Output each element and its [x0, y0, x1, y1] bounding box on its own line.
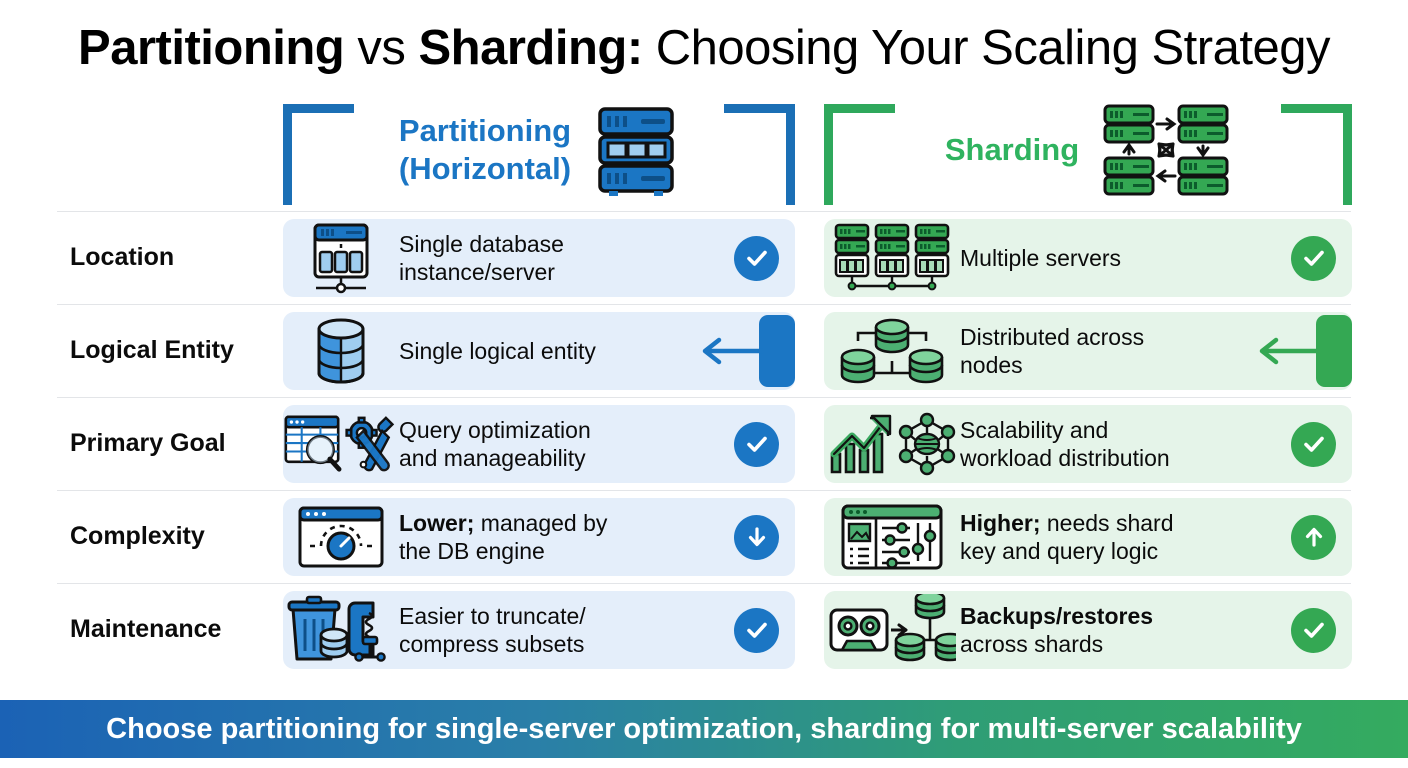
- status-badge-check: [734, 421, 779, 467]
- trash-compress-icon: [283, 595, 399, 665]
- arrow-block-partitioning: [699, 312, 795, 390]
- row-label-complexity: Complexity: [70, 522, 205, 550]
- status-badge-check: [1291, 607, 1336, 653]
- title-part-vs: vs: [344, 21, 419, 75]
- title-part-tail: Choosing Your Scaling Strategy: [642, 21, 1331, 75]
- title-part-partitioning: Partitioning: [78, 21, 345, 75]
- multiple-servers-icon: [824, 221, 960, 295]
- row-divider: [57, 490, 1351, 491]
- status-badge-arrow-up: [1291, 514, 1336, 560]
- column-header-partitioning-label: Partitioning (Horizontal): [398, 113, 572, 186]
- page-title: Partitioning vs Sharding: Choosing Your …: [0, 18, 1408, 78]
- cell-text-emphasis: Backups/restores: [960, 603, 1154, 629]
- cell-sharding-complexity[interactable]: Higher; needs shard key and query logic: [824, 498, 1352, 576]
- status-badge-arrow-down: [734, 514, 779, 560]
- title-part-sharding: Sharding:: [418, 21, 643, 75]
- table-row: Location Single database instance/server: [0, 211, 1408, 304]
- backup-tape-icon: [824, 594, 960, 666]
- cell-partitioning-primary-goal[interactable]: Query optimization and manageability: [283, 405, 795, 483]
- growth-network-icon: [824, 410, 960, 478]
- cell-text: Distributed across nodes: [960, 324, 1145, 378]
- cell-partitioning-maintenance[interactable]: Easier to truncate/ compress subsets: [283, 591, 795, 669]
- row-divider: [57, 211, 1351, 212]
- row-divider: [57, 304, 1351, 305]
- table-row: Primary Goal: [0, 397, 1408, 490]
- bracket-right-icon: [1281, 104, 1352, 205]
- arrow-left-icon: [1259, 337, 1320, 365]
- accent-block: [759, 315, 795, 387]
- cell-text: Single database instance/server: [399, 231, 564, 285]
- dashboard-dial-icon: [283, 505, 399, 569]
- bracket-left-icon: [283, 104, 354, 205]
- cell-text: Scalability and workload distribution: [960, 417, 1170, 471]
- distributed-databases-icon: [824, 313, 960, 389]
- cell-text: Single logical entity: [399, 338, 596, 364]
- arrow-left-icon: [702, 337, 763, 365]
- cell-text: Multiple servers: [960, 245, 1122, 271]
- cell-partitioning-complexity[interactable]: Lower; managed by the DB engine: [283, 498, 795, 576]
- bracket-left-icon: [824, 104, 895, 205]
- accent-block: [1316, 315, 1352, 387]
- cell-text-emphasis: Lower;: [399, 510, 475, 536]
- footer-text: Choose partitioning for single-server op…: [106, 712, 1302, 745]
- status-badge-check: [1291, 235, 1336, 281]
- table-row: Maintenance: [0, 583, 1408, 676]
- status-badge-check: [734, 235, 779, 281]
- column-header-sharding-label: Sharding: [944, 132, 1080, 167]
- database-cylinder-icon: [283, 315, 399, 387]
- cell-text: Backups/restores across shards: [960, 602, 1285, 658]
- cell-sharding-location[interactable]: Multiple servers: [824, 219, 1352, 297]
- row-divider: [57, 583, 1351, 584]
- query-tools-icon: [283, 410, 399, 478]
- row-label-primary-goal: Primary Goal: [70, 429, 226, 457]
- server-stack-icon: [598, 107, 674, 196]
- table-row: Logical Entity Single logical entity: [0, 304, 1408, 397]
- table-row: Complexity Lower; managed by the DB engi…: [0, 490, 1408, 583]
- cell-text-rest: needs shard key and query logic: [960, 510, 1174, 564]
- row-label-maintenance: Maintenance: [70, 615, 222, 643]
- cell-sharding-primary-goal[interactable]: Scalability and workload distribution: [824, 405, 1352, 483]
- cell-text: Higher; needs shard key and query logic: [960, 509, 1285, 565]
- settings-sliders-icon: [824, 503, 960, 571]
- arrow-block-sharding: [1256, 312, 1352, 390]
- row-divider: [57, 397, 1351, 398]
- distributed-servers-icon: [1103, 104, 1229, 196]
- cell-text: Easier to truncate/ compress subsets: [399, 603, 586, 657]
- footer-banner: Choose partitioning for single-server op…: [0, 700, 1408, 758]
- column-header-partitioning: Partitioning (Horizontal): [283, 100, 795, 205]
- cell-text-rest: managed by the DB engine: [399, 510, 608, 564]
- cell-sharding-maintenance[interactable]: Backups/restores across shards: [824, 591, 1352, 669]
- row-label-location: Location: [70, 243, 175, 271]
- cell-partitioning-location[interactable]: Single database instance/server: [283, 219, 795, 297]
- status-badge-check: [734, 607, 779, 653]
- cell-text: Lower; managed by the DB engine: [399, 509, 728, 565]
- cell-text-rest: across shards: [960, 631, 1104, 657]
- cell-text-emphasis: Higher;: [960, 510, 1041, 536]
- row-label-logical-entity: Logical Entity: [70, 336, 234, 364]
- column-header-sharding: Sharding: [824, 100, 1352, 205]
- cell-text: Query optimization and manageability: [399, 417, 591, 471]
- status-badge-check: [1291, 421, 1336, 467]
- database-server-icon: [283, 222, 399, 294]
- bracket-right-icon: [724, 104, 795, 205]
